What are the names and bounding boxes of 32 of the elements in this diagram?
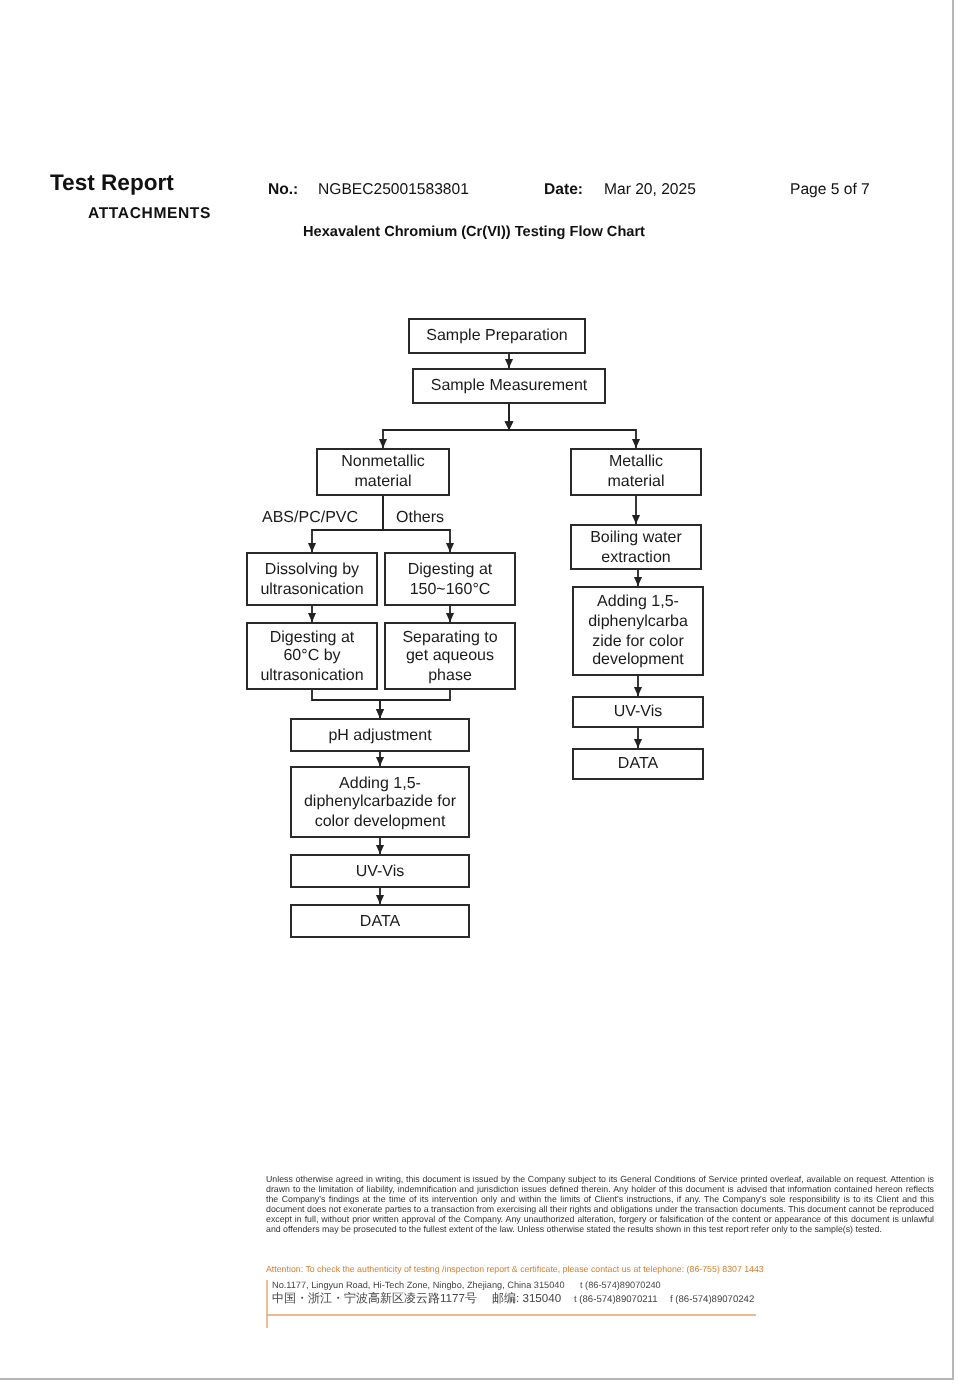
process-box: Separating to get aqueous phase [384,622,516,690]
process-box: pH adjustment [290,718,470,752]
process-box: Adding 1,5- diphenylcarbazide for color development [290,766,470,838]
process-box: DATA [572,748,704,780]
arrow [307,605,317,623]
process-box: Digesting at 150~160°C [384,552,516,606]
report-heading: Test Report [50,174,174,197]
arrow [375,837,385,855]
arrow [633,569,643,587]
arrow [375,689,451,719]
arrow [382,495,455,553]
process-box: DATA [290,904,470,938]
edge-label: Others [396,510,445,526]
arrow [375,887,385,905]
process-box: Nonmetallic material [316,448,450,496]
process-box: UV-Vis [572,696,704,728]
arrow [445,605,455,623]
process-box: Boiling water extraction [570,524,702,570]
process-box: Digesting at 60°C by ultrasonication [246,622,378,690]
arrow [631,495,641,525]
process-box: Metallic material [570,448,702,496]
arrow [504,353,514,369]
process-box: UV-Vis [290,854,470,888]
process-box: Adding 1,5- diphenylcarba zide for color development [572,586,704,676]
process-box: Sample Preparation [408,318,586,354]
process-box: Dissolving by ultrasonication [246,552,378,606]
arrow [633,727,643,749]
arrow [375,751,385,767]
process-box: Sample Measurement [412,368,606,404]
arrow [633,675,643,697]
edge-label: ABS/PC/PVC [262,510,359,526]
arrow [504,403,641,449]
